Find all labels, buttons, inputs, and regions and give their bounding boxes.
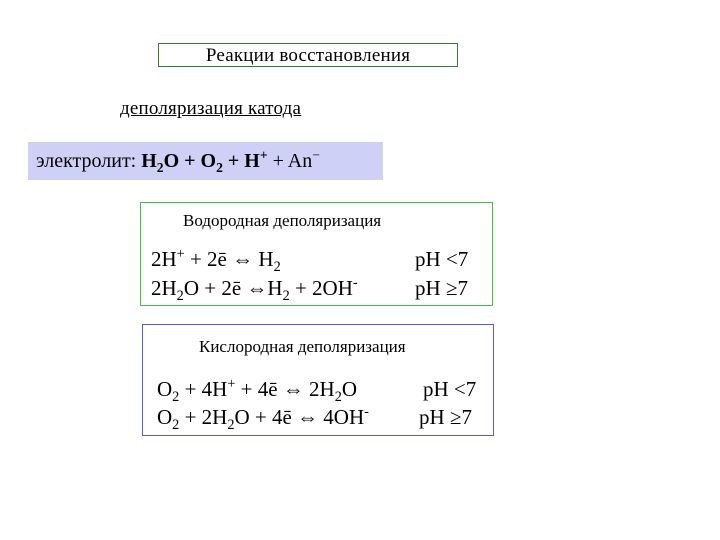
oxygen-ph-acid: pH <7 [423, 377, 477, 401]
electrolyte-label: электролит: [36, 150, 142, 172]
oxygen-panel-title: Кислородная деполяризация [199, 337, 406, 356]
oxygen-ph-neutral: pH ≥7 [419, 405, 472, 429]
hydrogen-depolarization-panel: Водородная деполяризация 2H+ + 2ē ⇔ H2 2… [140, 202, 493, 306]
hydrogen-ph-acid: pH <7 [415, 247, 469, 271]
electrolyte-equation: H2O + O2 + H+ [141, 147, 268, 175]
hydrogen-panel-title: Водородная деполяризация [183, 211, 382, 230]
slide-title: Реакции восстановления [158, 43, 458, 67]
oxygen-equation-neutral: O2 + 2H2O + 4ē ⇔ 4OH- [157, 404, 369, 434]
anion-term: + An− [267, 147, 320, 172]
slide-subtitle: деполяризация катода [120, 98, 302, 119]
oxygen-equation-acid: O2 + 4H+ + 4ē ⇔ 2H2O [157, 376, 358, 406]
oxygen-depolarization-panel: Кислородная деполяризация O2 + 4H+ + 4ē … [142, 324, 494, 436]
hydrogen-equation-acid: 2H+ + 2ē ⇔ H2 [151, 246, 281, 276]
hydrogen-equation-neutral: 2H2O + 2ē ⇔H2 + 2OH- [151, 275, 358, 305]
hydrogen-ph-neutral: pH ≥7 [415, 276, 468, 300]
electrolyte-formula: электролит: H2O + O2 + H+ + An− [28, 142, 383, 180]
